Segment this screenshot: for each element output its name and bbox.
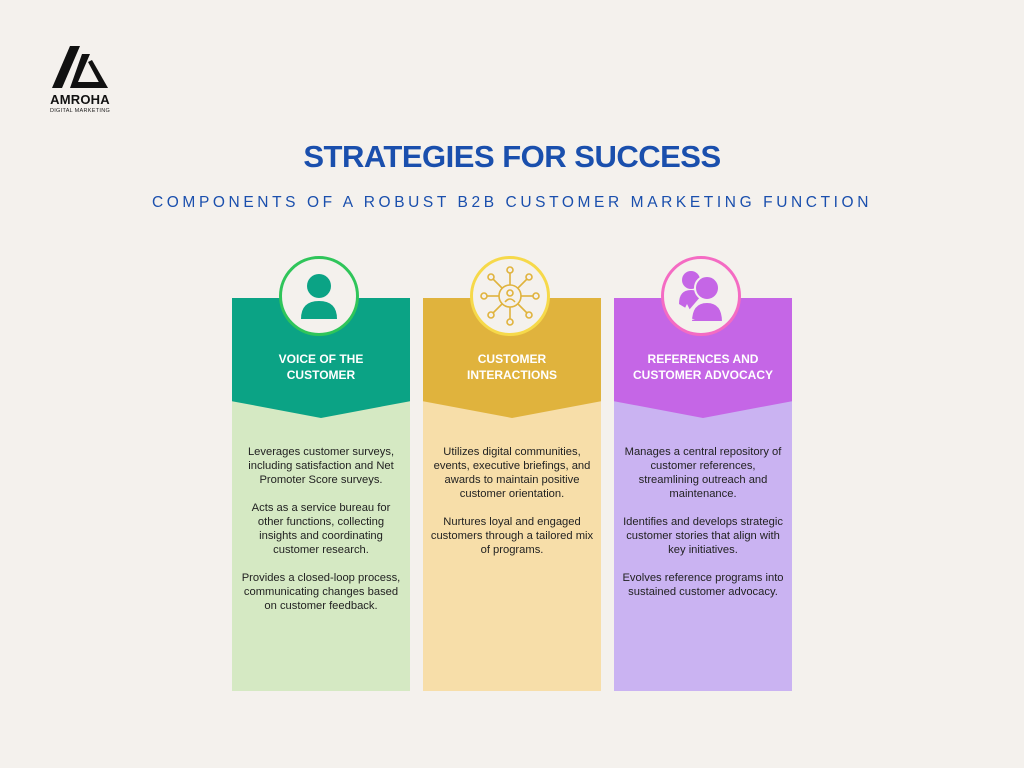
icon-circle bbox=[470, 256, 550, 336]
column-description: Utilizes digital communities, events, ex… bbox=[429, 445, 595, 571]
description-paragraph: Evolves reference programs into sustaine… bbox=[622, 572, 784, 598]
amroha-logo-icon bbox=[52, 46, 108, 88]
icon-circle bbox=[279, 256, 359, 336]
page-subtitle: COMPONENTS OF A ROBUST B2B CUSTOMER MARK… bbox=[151, 194, 873, 211]
brand-tagline: DIGITAL MARKETING bbox=[49, 108, 111, 114]
column-description: Manages a central repository of customer… bbox=[620, 445, 786, 613]
icon-circle bbox=[661, 256, 741, 336]
column-voice-of-customer: VOICE OF THE CUSTOMER Leverages customer… bbox=[232, 256, 410, 691]
page-title: STRATEGIES FOR SUCCESS bbox=[303, 139, 721, 174]
heading-line: INTERACTIONS bbox=[467, 368, 557, 382]
brand-name: AMROHA bbox=[50, 92, 110, 107]
heading-line: CUSTOMER bbox=[286, 368, 356, 382]
column-description: Leverages customer surveys, including sa… bbox=[238, 445, 404, 627]
column-heading: VOICE OF THE CUSTOMER bbox=[232, 351, 410, 383]
column-customer-interactions: CUSTOMER INTERACTIONS Utilizes digital c… bbox=[423, 256, 601, 691]
heading-line: CUSTOMER ADVOCACY bbox=[632, 368, 773, 382]
network-person-icon bbox=[480, 266, 540, 326]
column-heading: CUSTOMER INTERACTIONS bbox=[423, 351, 601, 383]
description-paragraph: Acts as a service bureau for other funct… bbox=[251, 502, 391, 556]
column-references-advocacy: REFERENCES AND CUSTOMER ADVOCACY Manages… bbox=[614, 256, 792, 691]
description-paragraph: Leverages customer surveys, including sa… bbox=[247, 446, 395, 486]
column-heading: REFERENCES AND CUSTOMER ADVOCACY bbox=[614, 351, 792, 383]
users-referral-icon bbox=[679, 271, 725, 323]
person-icon bbox=[301, 274, 337, 319]
heading-line: VOICE OF THE bbox=[278, 352, 364, 366]
heading-line: REFERENCES AND bbox=[647, 352, 759, 366]
brand-logo: AMROHA DIGITAL MARKETING bbox=[40, 44, 120, 114]
description-paragraph: Identifies and develops strategic custom… bbox=[623, 516, 783, 556]
description-paragraph: Utilizes digital communities, events, ex… bbox=[433, 446, 591, 500]
description-paragraph: Provides a closed-loop process, communic… bbox=[241, 572, 401, 612]
description-paragraph: Nurtures loyal and engaged customers thr… bbox=[430, 516, 594, 556]
heading-line: CUSTOMER bbox=[477, 352, 547, 366]
description-paragraph: Manages a central repository of customer… bbox=[624, 446, 782, 500]
